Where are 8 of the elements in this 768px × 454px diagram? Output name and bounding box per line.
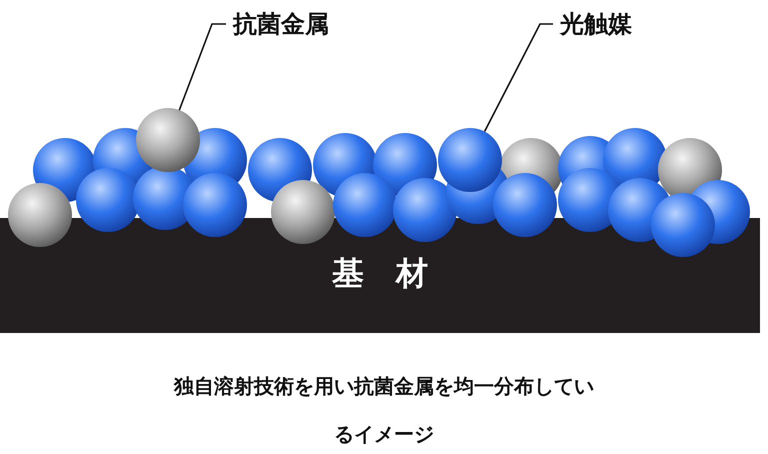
caption: 独自溶射技術を用い抗菌金属を均一分布しているイメージ [174,373,594,448]
callout-label: 抗菌金属 [233,8,329,40]
leader-line [484,23,553,132]
callout-label: 光触媒 [560,8,632,40]
band-label: 基 材 [331,253,429,294]
sphere [438,128,502,192]
sphere [136,108,200,172]
leader-line [178,23,226,110]
